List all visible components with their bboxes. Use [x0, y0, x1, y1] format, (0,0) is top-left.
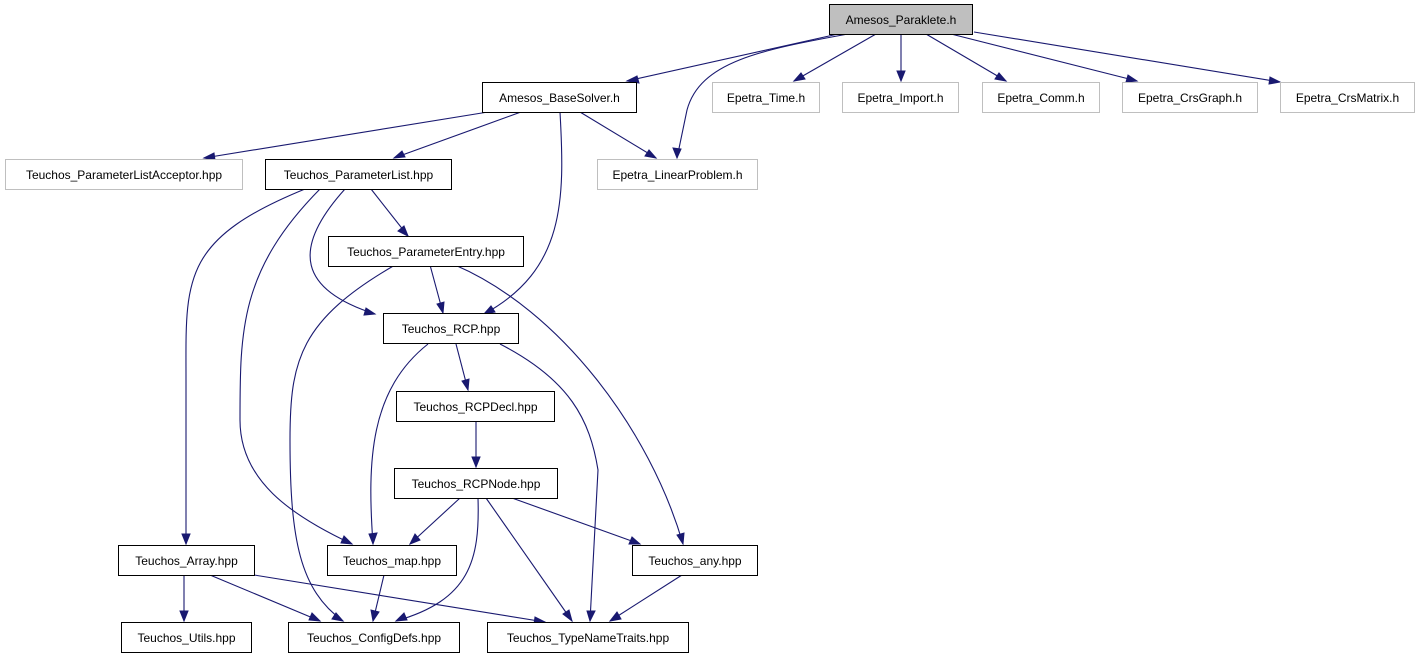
arrowhead-parameterentry-rcp: [436, 301, 445, 315]
arrowhead-basesolver-linearproblem: [644, 149, 658, 159]
edge-array-configdefs: [209, 574, 321, 622]
edge-paraklete-basesolver: [626, 33, 839, 82]
node-teuchos-array[interactable]: Teuchos_Array.hpp: [118, 545, 255, 576]
arrowhead-rcpnode-typenametraits: [562, 609, 573, 623]
arrowhead-paraklete-linearproblem: [672, 147, 682, 160]
edge-rcpnode-configdefs: [395, 497, 479, 622]
arrowhead-rcpnode-any: [628, 536, 642, 545]
edge-parameterlist-map: [239, 188, 353, 545]
node-teuchos-parameterlistacceptor: Teuchos_ParameterListAcceptor.hpp: [5, 159, 243, 190]
arrowhead-rcp-rcpdecl: [461, 378, 470, 392]
edge-paraklete-epetra-time: [793, 33, 877, 82]
arrowhead-paraklete-epetra-crsmatrix: [1268, 76, 1282, 85]
arrowhead-parameterlist-array: [181, 533, 191, 546]
edge-paraklete-epetra-crsmatrix: [973, 31, 1281, 83]
node-epetra-comm: Epetra_Comm.h: [982, 82, 1100, 113]
node-epetra-crsmatrix: Epetra_CrsMatrix.h: [1280, 82, 1415, 113]
arrowhead-map-configdefs: [370, 609, 380, 623]
arrowhead-basesolver-parameterlist: [392, 150, 406, 159]
node-teuchos-configdefs[interactable]: Teuchos_ConfigDefs.hpp: [288, 622, 460, 653]
edge-array-typenametraits: [253, 574, 546, 623]
edge-basesolver-linearproblem: [579, 111, 657, 159]
edge-paraklete-linearproblem: [676, 33, 849, 159]
node-teuchos-rcpnode[interactable]: Teuchos_RCPNode.hpp: [394, 468, 558, 499]
edge-rcpnode-map: [409, 497, 461, 545]
edge-rcpnode-any: [511, 497, 641, 545]
node-teuchos-map[interactable]: Teuchos_map.hpp: [327, 545, 457, 576]
arrowhead-rcpdecl-rcpnode: [471, 456, 481, 469]
arrowhead-parameterentry-any: [676, 532, 685, 546]
node-teuchos-typenametraits[interactable]: Teuchos_TypeNameTraits.hpp: [487, 622, 689, 653]
arrowhead-rcp-map: [368, 532, 378, 546]
arrowhead-rcp-typenametraits: [586, 610, 596, 623]
edge-parameterlist-array: [185, 188, 306, 544]
arrowhead-rcpnode-configdefs: [394, 612, 408, 622]
arrowhead-parameterentry-configdefs: [331, 612, 345, 622]
edge-rcpnode-typenametraits: [485, 497, 573, 622]
node-epetra-import: Epetra_Import.h: [842, 82, 959, 113]
arrowhead-paraklete-epetra-time: [792, 72, 806, 82]
arrowhead-parameterlist-rcp: [363, 307, 377, 316]
arrowhead-any-typenametraits: [608, 611, 622, 622]
edge-paraklete-epetra-comm: [925, 33, 1007, 82]
arrowhead-array-configdefs: [308, 612, 322, 622]
arrowhead-parameterlist-parameterentry: [397, 225, 409, 238]
arrowhead-paraklete-epetra-crsgraph: [1125, 74, 1139, 83]
arrowhead-rcpnode-map: [408, 533, 421, 545]
edge-basesolver-rcp: [483, 111, 563, 315]
node-amesos-basesolver[interactable]: Amesos_BaseSolver.h: [482, 82, 637, 113]
arrowhead-paraklete-epetra-import: [896, 70, 906, 83]
node-teuchos-rcp[interactable]: Teuchos_RCP.hpp: [383, 313, 519, 344]
edge-rcp-typenametraits: [499, 343, 599, 622]
arrowhead-parameterlist-map: [340, 535, 354, 545]
edge-any-typenametraits: [609, 574, 683, 622]
node-teuchos-parameterentry[interactable]: Teuchos_ParameterEntry.hpp: [328, 236, 524, 267]
edge-rcp-map: [370, 343, 429, 545]
edge-parameterlist-rcp: [309, 188, 376, 315]
node-teuchos-any[interactable]: Teuchos_any.hpp: [632, 545, 758, 576]
arrowhead-array-utils: [179, 610, 189, 623]
edge-paraklete-epetra-crsgraph: [950, 33, 1138, 82]
node-teuchos-utils[interactable]: Teuchos_Utils.hpp: [121, 622, 252, 653]
node-epetra-linearproblem: Epetra_LinearProblem.h: [597, 159, 758, 190]
edge-parameterentry-any: [454, 264, 684, 545]
node-teuchos-rcpdecl[interactable]: Teuchos_RCPDecl.hpp: [396, 391, 555, 422]
edge-basesolver-acceptor: [203, 111, 489, 159]
node-teuchos-parameterlist[interactable]: Teuchos_ParameterList.hpp: [265, 159, 452, 190]
edge-basesolver-parameterlist: [393, 111, 522, 159]
node-epetra-crsgraph: Epetra_CrsGraph.h: [1122, 82, 1258, 113]
node-amesos-paraklete: Amesos_Paraklete.h: [829, 4, 973, 35]
node-epetra-time: Epetra_Time.h: [712, 82, 820, 113]
arrowhead-paraklete-epetra-comm: [994, 72, 1008, 82]
